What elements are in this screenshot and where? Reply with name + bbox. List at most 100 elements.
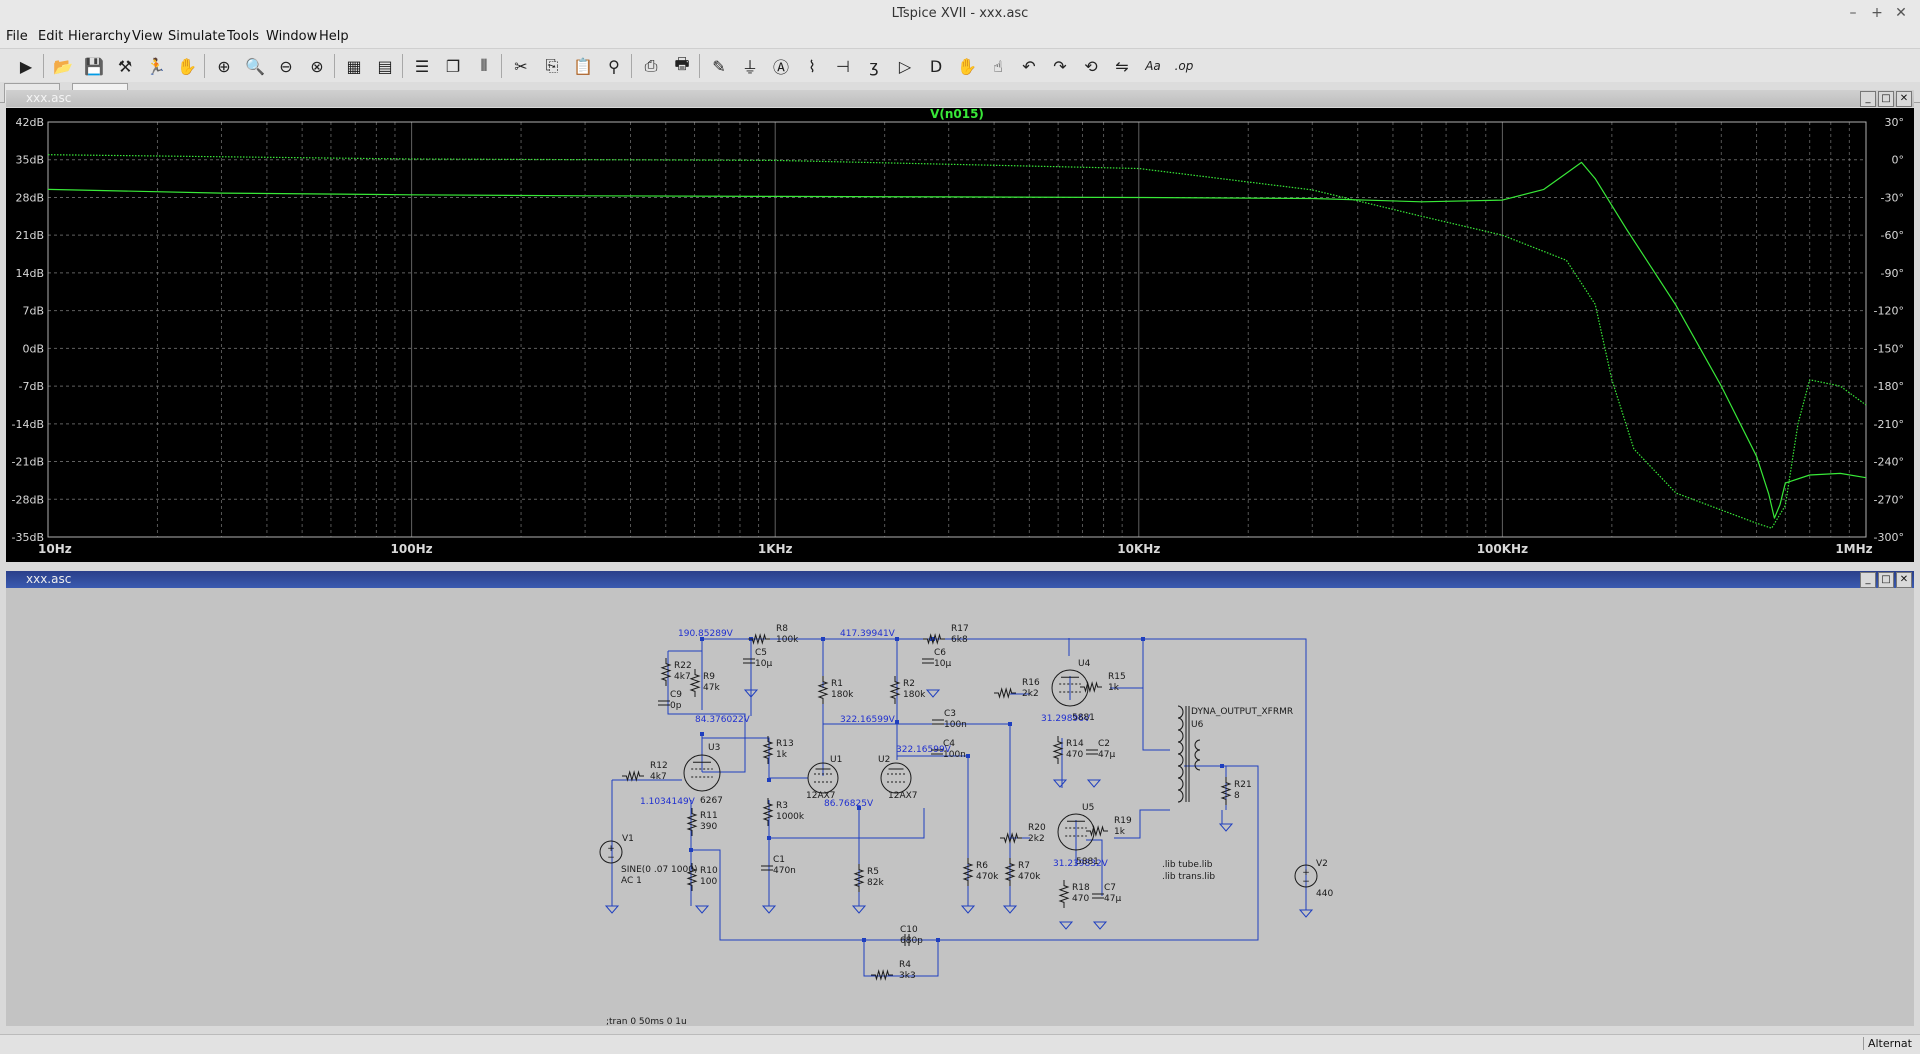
close-button[interactable]: ✕ bbox=[1895, 5, 1907, 21]
node-voltage-label: 84.376022V bbox=[695, 715, 751, 725]
undo-icon[interactable]: ↶ bbox=[1022, 56, 1036, 76]
label-net-icon[interactable]: Ⓐ bbox=[772, 58, 789, 77]
plot-close-button[interactable]: ✕ bbox=[1896, 91, 1912, 107]
menu-tools[interactable]: Tools bbox=[227, 29, 260, 44]
node-voltage-label: 190.85289V bbox=[678, 629, 734, 639]
voltage-source-v1 bbox=[599, 840, 623, 864]
resistor-icon[interactable]: ⌇ bbox=[808, 56, 816, 76]
ground-symbol bbox=[604, 905, 620, 914]
diode-icon[interactable]: ▷ bbox=[898, 56, 912, 76]
redo-icon[interactable]: ↷ bbox=[1053, 56, 1067, 76]
resistor-symbol bbox=[762, 798, 774, 826]
ground-icon[interactable]: ⏚ bbox=[741, 58, 758, 77]
component-value-r13: 1k bbox=[776, 750, 788, 760]
schematic-window-title: xxx.asc bbox=[26, 572, 72, 586]
menu-window[interactable]: Window bbox=[266, 29, 318, 44]
plot-maximize-button[interactable]: □ bbox=[1878, 91, 1894, 107]
pan-hand-icon[interactable]: ✋ bbox=[177, 56, 197, 76]
menu-edit[interactable]: Edit bbox=[38, 29, 64, 44]
mirror-icon[interactable]: ⇋ bbox=[1115, 56, 1129, 76]
paste-icon[interactable]: 📋 bbox=[573, 56, 593, 76]
plot-minimize-button[interactable]: _ bbox=[1860, 91, 1876, 107]
rotate-icon[interactable]: ⟲ bbox=[1084, 56, 1098, 76]
component-value-c7: 47µ bbox=[1104, 894, 1121, 904]
source-value-v2: 440 bbox=[1316, 889, 1333, 899]
save-icon[interactable]: 💾 bbox=[84, 56, 104, 76]
menu-file[interactable]: File bbox=[6, 29, 28, 44]
source-spec-v1: AC 1 bbox=[621, 876, 642, 886]
cut-icon[interactable]: ✂ bbox=[514, 56, 528, 76]
maximize-button[interactable]: + bbox=[1871, 5, 1883, 21]
component-value-r9: 47k bbox=[703, 683, 720, 693]
schem-close-button[interactable]: ✕ bbox=[1896, 572, 1912, 588]
y-tick-label-right: -30° bbox=[1881, 191, 1904, 204]
resistor-symbol bbox=[686, 863, 698, 891]
wire bbox=[1086, 839, 1103, 896]
ground-symbol bbox=[1298, 909, 1314, 918]
ground-symbol bbox=[761, 905, 777, 914]
resistor-symbol bbox=[1058, 880, 1070, 908]
minimize-button[interactable]: – bbox=[1849, 5, 1857, 21]
transformer-coil bbox=[1194, 749, 1201, 761]
print-icon[interactable]: 🖶 bbox=[674, 53, 690, 73]
component-value-c4: 100n bbox=[943, 750, 966, 760]
component-value-c3: 100n bbox=[944, 720, 967, 730]
capacitor-icon[interactable]: ⊣ bbox=[836, 56, 850, 76]
menu-simulate[interactable]: Simulate bbox=[168, 29, 226, 44]
zoom-out-icon[interactable]: ⊖ bbox=[279, 56, 293, 76]
component-icon[interactable]: D bbox=[929, 56, 943, 76]
schem-minimize-button[interactable]: _ bbox=[1860, 572, 1876, 588]
junction-dot bbox=[821, 637, 825, 641]
component-value-r20: 2k2 bbox=[1028, 834, 1045, 844]
window-title: LTspice XVII - xxx.asc bbox=[891, 6, 1029, 21]
component-value-r15: 1k bbox=[1108, 683, 1120, 693]
menu-view[interactable]: View bbox=[132, 29, 163, 44]
wire bbox=[1184, 765, 1227, 810]
component-ref-r7: R7 bbox=[1018, 861, 1030, 871]
cascade-icon[interactable]: ❐ bbox=[445, 56, 461, 76]
draw-wire-icon[interactable]: ✎ bbox=[712, 56, 726, 76]
y-tick-label-right: -270° bbox=[1874, 493, 1904, 506]
zoom-area-icon[interactable]: 🔍 bbox=[245, 56, 265, 76]
spice-directive-icon[interactable]: .op bbox=[1174, 59, 1194, 73]
plot-settings-icon[interactable]: ▤ bbox=[377, 56, 393, 76]
y-tick-label-right: -180° bbox=[1874, 380, 1904, 393]
control-panel-icon[interactable]: ⚒ bbox=[117, 56, 133, 76]
text-icon[interactable]: Aa bbox=[1145, 59, 1161, 73]
y-tick-label-right: -240° bbox=[1874, 456, 1904, 469]
schem-maximize-button[interactable]: □ bbox=[1878, 572, 1894, 588]
inductor-icon[interactable]: ʒ bbox=[869, 56, 879, 76]
open-icon[interactable]: 📂 bbox=[53, 56, 73, 76]
menu-help[interactable]: Help bbox=[319, 29, 349, 44]
menu-hierarchy[interactable]: Hierarchy bbox=[68, 29, 131, 44]
find-icon[interactable]: ⚲ bbox=[608, 56, 620, 76]
component-ref-r12: R12 bbox=[650, 761, 668, 771]
component-ref-r14: R14 bbox=[1066, 739, 1084, 749]
ground-symbol bbox=[960, 905, 976, 914]
component-value-r21: 8 bbox=[1234, 791, 1240, 801]
component-value-c5: 10µ bbox=[755, 659, 772, 669]
transformer-coil bbox=[1177, 717, 1184, 731]
drag-icon[interactable]: ☝ bbox=[993, 56, 1003, 76]
print-preview-icon[interactable]: ⎙ bbox=[644, 56, 658, 75]
junction-dot bbox=[862, 938, 866, 942]
autorange-icon[interactable]: ▦ bbox=[346, 56, 362, 76]
plot-window-title: xxx.asc bbox=[26, 91, 72, 105]
component-value-r3: 1000k bbox=[776, 812, 805, 822]
halt-icon[interactable]: 🏃 bbox=[146, 56, 166, 76]
source-ref-v2: V2 bbox=[1316, 859, 1328, 869]
move-icon[interactable]: ✋ bbox=[957, 56, 977, 76]
zoom-in-icon[interactable]: ⊕ bbox=[217, 56, 231, 76]
junction-dot bbox=[857, 806, 861, 810]
tile-vertical-icon[interactable]: ⫴ bbox=[480, 56, 488, 75]
tile-horizontal-icon[interactable]: ☰ bbox=[414, 56, 430, 76]
y-tick-label-left: -21dB bbox=[12, 456, 45, 469]
resistor-symbol bbox=[871, 969, 893, 981]
copy-icon[interactable]: ⎘ bbox=[545, 56, 559, 75]
zoom-fit-icon[interactable]: ⊗ bbox=[310, 56, 324, 76]
component-ref-r11: R11 bbox=[700, 811, 718, 821]
run-icon[interactable]: ▶ bbox=[19, 56, 33, 76]
node-voltage-label: 322.16599V bbox=[896, 745, 952, 755]
